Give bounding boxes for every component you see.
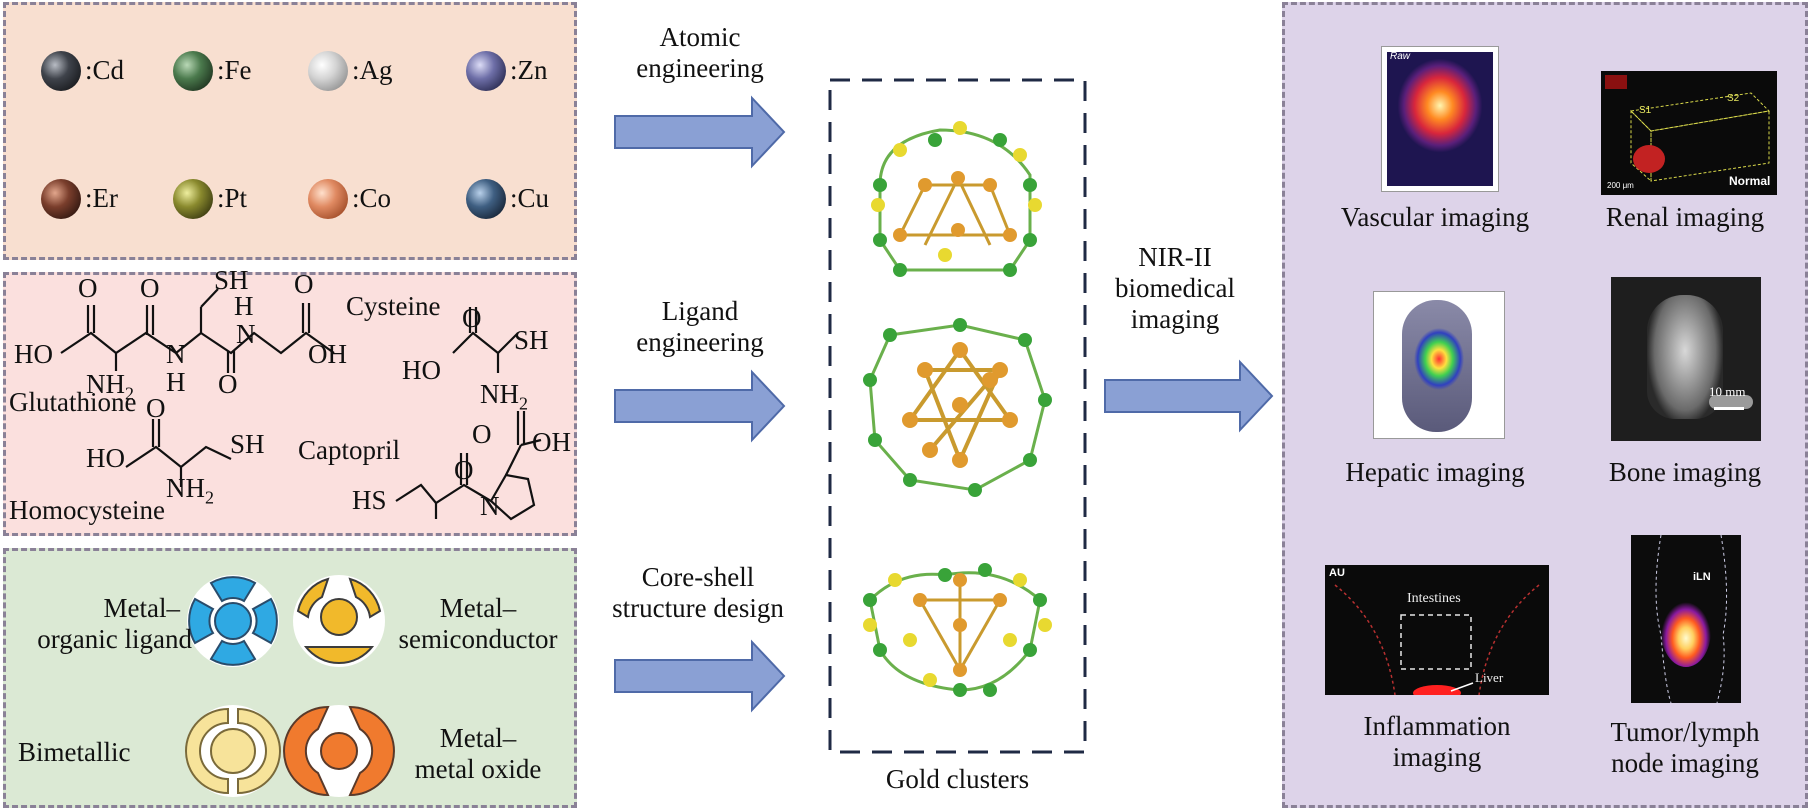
renal-3d-box	[1605, 75, 1771, 183]
element-label: :Er	[85, 183, 118, 213]
metal-organic-ligand-label: Metal– organic ligand	[37, 593, 192, 655]
tumor-image: iLN	[1631, 535, 1741, 703]
element-label: :Fe	[217, 55, 252, 85]
inflammation-outline	[1334, 584, 1540, 695]
gold-cluster-1	[871, 121, 1042, 277]
cd-sphere-icon	[41, 51, 81, 91]
er-sphere-icon	[41, 179, 81, 219]
atom-label: HO	[402, 355, 441, 385]
s2-tag: S2	[1727, 93, 1740, 104]
element-label: :Co	[352, 183, 392, 213]
raw-tag: Raw	[1390, 51, 1411, 62]
metal-metal-oxide-icon	[283, 705, 395, 797]
gold-cluster-3	[863, 563, 1052, 697]
bimetallic-label: Bimetallic	[18, 737, 131, 767]
element-label: :Ag	[352, 55, 393, 85]
atom-label: SH	[230, 429, 265, 459]
atom-label: O	[146, 393, 166, 423]
ligand-structures	[60, 288, 542, 521]
pt-sphere-icon	[173, 179, 213, 219]
imaging-panel: Raw Vascular imaging S1 S2 200 μm Normal…	[1282, 2, 1808, 808]
element-label: :Cu	[510, 183, 550, 213]
atom-label: H	[234, 291, 254, 321]
gold-clusters-frame	[828, 78, 1087, 754]
metal-semiconductor-label: Metal– semiconductor	[398, 593, 558, 655]
atom-label: HO	[86, 443, 125, 473]
bone-imaging-label: Bone imaging	[1608, 457, 1762, 487]
au-tag: AU	[1329, 567, 1345, 579]
gold-cluster-2	[863, 318, 1052, 497]
atom-label: O	[454, 455, 474, 485]
gold-clusters-label: Gold clusters	[885, 764, 1030, 794]
homocysteine-label: Homocysteine	[9, 495, 165, 525]
atom-label: H	[166, 367, 186, 397]
inflammation-image: AU Intestines Liver	[1325, 565, 1549, 695]
atom-label: HO	[14, 339, 53, 369]
renal-imaging-label: Renal imaging	[1605, 202, 1765, 232]
ligand-panel: O O SH H O HO N H N OH O NH2 Glutathione…	[3, 265, 577, 536]
hepatic-imaging-label: Hepatic imaging	[1345, 457, 1525, 487]
atom-label: OH	[532, 427, 571, 457]
element-label: :Cd	[85, 55, 125, 85]
renal-scale: 200 μm	[1607, 181, 1634, 190]
co-sphere-icon	[308, 179, 348, 219]
atom-label: HS	[352, 485, 387, 515]
s1-tag: S1	[1639, 105, 1652, 116]
captopril-label: Captopril	[298, 435, 400, 465]
atom-label: O	[462, 303, 482, 333]
atomic-arrow-icon	[614, 95, 786, 169]
atom-label: NH2	[86, 369, 134, 404]
atom-label: N	[480, 491, 500, 521]
coreshell-arrow-icon	[614, 639, 786, 713]
renal-image: S1 S2 200 μm Normal	[1601, 71, 1777, 195]
vascular-image: Raw	[1382, 47, 1498, 191]
element-spheres	[41, 51, 506, 219]
atom-label: NH2	[166, 473, 214, 508]
ag-sphere-icon	[308, 51, 348, 91]
atom-label: SH	[514, 325, 549, 355]
cysteine-label: Cysteine	[346, 291, 441, 321]
normal-tag: Normal	[1729, 174, 1771, 188]
metal-semiconductor-icon	[293, 575, 385, 667]
coreshell-panel: Metal– organic ligand Metal– semiconduct…	[3, 548, 577, 808]
atom-label: O	[472, 419, 492, 449]
atom-label: N	[166, 339, 186, 369]
coreshell-icons	[185, 575, 395, 797]
element-label: :Zn	[510, 55, 548, 85]
nir-arrow-icon	[1104, 359, 1274, 433]
atom-label: SH	[214, 265, 249, 295]
intestines-tag: Intestines	[1407, 591, 1461, 606]
atom-label: O	[294, 269, 314, 299]
liver-tag: Liver	[1475, 670, 1504, 685]
zn-sphere-icon	[466, 51, 506, 91]
atom-label: N	[236, 319, 256, 349]
element-panel: :Cd :Fe :Ag :Zn :Er :Pt :Co :Cu	[3, 2, 577, 260]
metal-organic-ligand-icon	[187, 575, 279, 667]
atom-label: OH	[308, 339, 347, 369]
iln-tag: iLN	[1693, 571, 1711, 583]
atom-label: O	[218, 369, 238, 399]
vascular-imaging-label: Vascular imaging	[1340, 202, 1530, 232]
bimetallic-icon	[185, 705, 281, 797]
atom-label: NH2	[480, 379, 528, 414]
ligand-arrow-icon	[614, 369, 786, 443]
tumor-outline	[1655, 535, 1728, 703]
bone-image: 10 mm	[1611, 277, 1761, 441]
glutathione-label: Glutathione	[9, 387, 137, 417]
bone-scale: 10 mm	[1709, 384, 1746, 399]
atom-label: O	[140, 273, 160, 303]
cu-sphere-icon	[466, 179, 506, 219]
fe-sphere-icon	[173, 51, 213, 91]
atom-label: O	[78, 273, 98, 303]
metal-metal-oxide-label: Metal– metal oxide	[414, 723, 542, 785]
hepatic-image	[1373, 291, 1505, 439]
element-label: :Pt	[217, 183, 248, 213]
